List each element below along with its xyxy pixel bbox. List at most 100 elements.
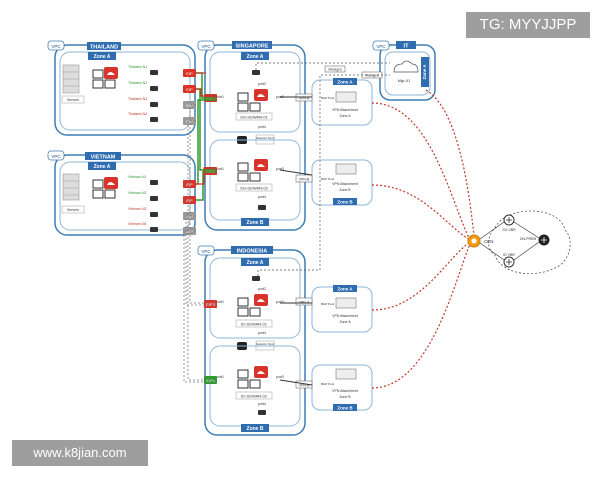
svg-text:port4: port4 [258, 195, 266, 199]
svg-text:EIP: EIP [186, 119, 193, 124]
router-icon [150, 180, 158, 185]
svg-text:port1: port1 [216, 300, 224, 304]
server-icon [62, 64, 80, 94]
zone-label: Zone A [247, 260, 264, 266]
vpn-tag [295, 174, 313, 183]
svg-text:port3: port3 [276, 300, 284, 304]
router-icon [150, 212, 158, 217]
servers-label: Servers [67, 208, 79, 212]
router-icon [252, 276, 260, 281]
connections [183, 62, 475, 389]
vpc-title: INDONESIA [237, 249, 268, 255]
network-sync-label: Network Sync [256, 136, 275, 140]
tunnel-label: Thailand-N2 [128, 81, 147, 85]
svg-text:VPN-A: VPN-A [299, 97, 310, 101]
svg-text:port4: port4 [258, 331, 266, 335]
router-icon [150, 86, 158, 91]
zone-label: Zone A [422, 64, 427, 80]
servers-label: Servers [67, 98, 79, 102]
zone-label: Zone A [94, 54, 111, 60]
vpc-tag: VPC [201, 249, 211, 254]
svg-text:Zone A: Zone A [339, 114, 351, 118]
svg-text:EIP: EIP [186, 103, 193, 108]
tunnel-label: Vietnam-N3 [128, 207, 146, 211]
svg-text:port1: port1 [216, 167, 224, 171]
watermark-top-right: TG: MYYJJPP [466, 12, 590, 38]
eip-badge [183, 227, 196, 235]
svg-text:BGP Pool: BGP Pool [321, 96, 334, 100]
svg-text:VPN-B: VPN-B [299, 178, 310, 182]
tunnel-label: Thailand-N1 [128, 65, 147, 69]
eip-badge [183, 101, 196, 109]
zone-label: Zone B [247, 220, 264, 226]
svg-text:EIP: EIP [186, 87, 193, 92]
vpc-vietnam: VPC VIETNAM Zone A Servers Vietnam-N1 Vi… [47, 150, 196, 236]
svg-text:VPN Attachment: VPN Attachment [332, 314, 358, 318]
svg-text:BGP Pool: BGP Pool [321, 382, 334, 386]
svg-text:BGP Pool: BGP Pool [321, 177, 334, 181]
router-icon [150, 102, 158, 107]
zone-label: Zone B [247, 426, 264, 432]
on-prem-region: SG VBR ID VBR ON-PREM [479, 210, 571, 275]
on-prem-label: ON-PREM [520, 237, 537, 241]
svg-text:VPN Attachment: VPN Attachment [332, 108, 358, 112]
svg-text:BGP Pool: BGP Pool [321, 302, 334, 306]
svg-text:VPN Attachment: VPN Attachment [332, 182, 358, 186]
network-sync-label: Network Sync [256, 342, 275, 346]
svg-text:VPN-B: VPN-B [299, 384, 310, 388]
svg-text:EIP3: EIP3 [206, 302, 215, 307]
vpc-tag: VPC [201, 44, 211, 49]
router-icon [150, 117, 158, 122]
svg-text:port3: port3 [276, 167, 284, 171]
vpc-title: THAILAND [90, 45, 118, 51]
svg-text:Zone A: Zone A [337, 80, 353, 85]
svg-text:VPN Attachment: VPN Attachment [332, 389, 358, 393]
eip-badge [183, 69, 196, 77]
vpc-singapore: VPC SINGAPORE Zone A SG-SDWAN-01 port1 p… [197, 40, 306, 231]
eip-badge [204, 167, 217, 175]
fortigate-icon [92, 67, 118, 89]
fortigate-icon [237, 294, 268, 317]
svg-text:EIP: EIP [186, 71, 193, 76]
svg-text:port2: port2 [258, 287, 266, 291]
router-icon [252, 70, 260, 75]
svg-text:port1: port1 [216, 95, 224, 99]
cloud-manager-icon [393, 60, 419, 73]
vpc-tag: VPC [376, 44, 386, 49]
svg-text:Zone A: Zone A [337, 287, 353, 292]
managed-tag [324, 65, 346, 73]
device-label: ID-SDWAN-02 [241, 394, 268, 399]
vpc-it: VPC IT Zone A Mgr-01 [372, 40, 436, 101]
tunnel-label: Thailand-N4 [128, 112, 147, 116]
manager-label: Mgr-01 [398, 78, 411, 83]
vpn-tag [295, 297, 313, 306]
svg-text:Managed: Managed [365, 74, 379, 78]
svg-text:Zone B: Zone B [339, 395, 351, 399]
svg-text:Zone B: Zone B [337, 406, 353, 411]
vpc-title: VIETNAM [91, 155, 116, 161]
router-icon [258, 205, 266, 210]
svg-text:Zone B: Zone B [339, 188, 351, 192]
vbr-label: ID VBR [503, 253, 515, 257]
fortigate-icon [237, 159, 268, 182]
svg-text:Zone B: Zone B [337, 200, 353, 205]
watermark-bottom-left: www.k8jian.com [12, 440, 148, 466]
eip-badge [183, 180, 196, 188]
tunnel-label: Vietnam-N4 [128, 222, 146, 226]
tunnel-label: Vietnam-N2 [128, 191, 146, 195]
zone-label: Zone A [247, 54, 264, 60]
vpc-tag: VPC [51, 154, 61, 159]
vpc-thailand: VPC THAILAND Zone A Servers Thailand-N1 … [47, 40, 196, 136]
zone-label: Zone A [94, 164, 111, 170]
eip-badge [204, 300, 217, 308]
svg-text:EIP4: EIP4 [206, 378, 215, 383]
eip-badge [183, 85, 196, 93]
vpc-tag: VPC [51, 44, 61, 49]
svg-text:port2: port2 [258, 82, 266, 86]
svg-text:Zone A: Zone A [339, 320, 351, 324]
tunnel-label: Thailand-N3 [128, 97, 147, 101]
eip-badge [183, 196, 196, 204]
router-icon [150, 70, 158, 75]
vpn-attachment-sg-b: BGP Pool VPN Attachment Zone B Zone B [311, 159, 373, 206]
svg-text:port3: port3 [276, 375, 284, 379]
